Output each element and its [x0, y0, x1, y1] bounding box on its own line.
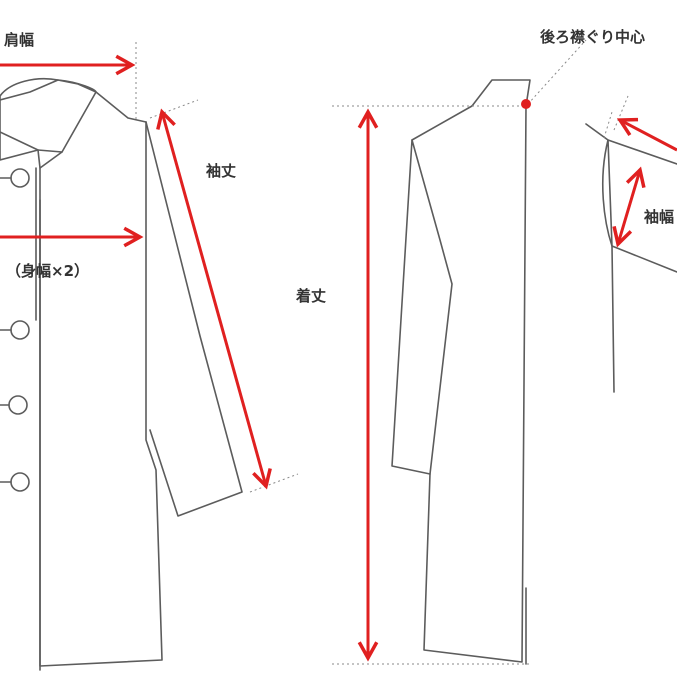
shoulder-width-label: 肩幅 — [4, 31, 34, 49]
sleeve-detail-guide-top — [613, 95, 629, 131]
sleeve-width-label: 袖幅 — [644, 208, 674, 226]
side-collar — [471, 79, 531, 107]
coat-button-2 — [10, 320, 30, 340]
body-width-label: （身幅×2） — [6, 262, 89, 280]
back-neck-center-label: 後ろ襟ぐり中心 — [539, 28, 645, 46]
coat-side-view — [391, 79, 531, 665]
sleeve-detail-view — [585, 123, 677, 393]
back-neck-center-dot — [521, 99, 531, 109]
total-length-label: 着丈 — [295, 287, 326, 305]
front-body-outline — [0, 79, 163, 667]
coat-front-view — [0, 77, 243, 671]
collar-fold — [0, 131, 63, 169]
sleeve-detail-guide-side — [603, 111, 613, 139]
coat-button-4 — [10, 472, 30, 492]
front-placket — [35, 167, 41, 671]
sleeve-detail-curve — [601, 139, 613, 247]
sleeve-width-arrow — [618, 170, 640, 244]
neck-callout-guide — [527, 39, 587, 105]
sleeve-bottom-guide — [249, 473, 299, 493]
side-sleeve — [411, 139, 453, 475]
sleeve-detail-outline — [585, 123, 677, 393]
coat-button-3 — [8, 395, 28, 415]
sleeve-length-label: 袖丈 — [206, 162, 236, 180]
front-collar — [0, 77, 97, 161]
side-body-outline — [391, 105, 527, 663]
sleeve-length-arrow — [162, 112, 266, 486]
front-sleeve — [145, 121, 243, 517]
sleeve-top-guide — [149, 99, 199, 119]
coat-button-1 — [10, 168, 30, 188]
sleeve-width-arrow-top — [620, 120, 677, 152]
